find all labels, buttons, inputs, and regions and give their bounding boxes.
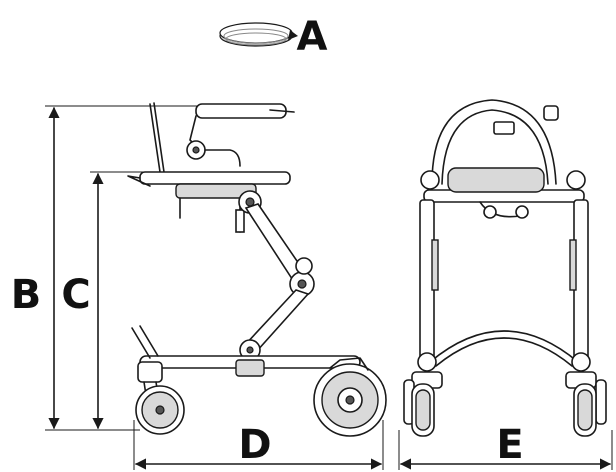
label-e: E xyxy=(496,422,523,468)
label-d: D xyxy=(238,422,271,468)
dimension-d-line xyxy=(133,420,384,470)
dimension-e-line xyxy=(398,430,613,470)
dimension-b-line xyxy=(45,105,200,431)
rotation-ring-icon xyxy=(219,22,298,47)
label-c: C xyxy=(61,272,90,318)
side-view-illustration xyxy=(127,102,387,437)
label-b: B xyxy=(11,272,42,318)
label-a: A xyxy=(297,14,328,60)
front-view-illustration xyxy=(403,99,607,437)
